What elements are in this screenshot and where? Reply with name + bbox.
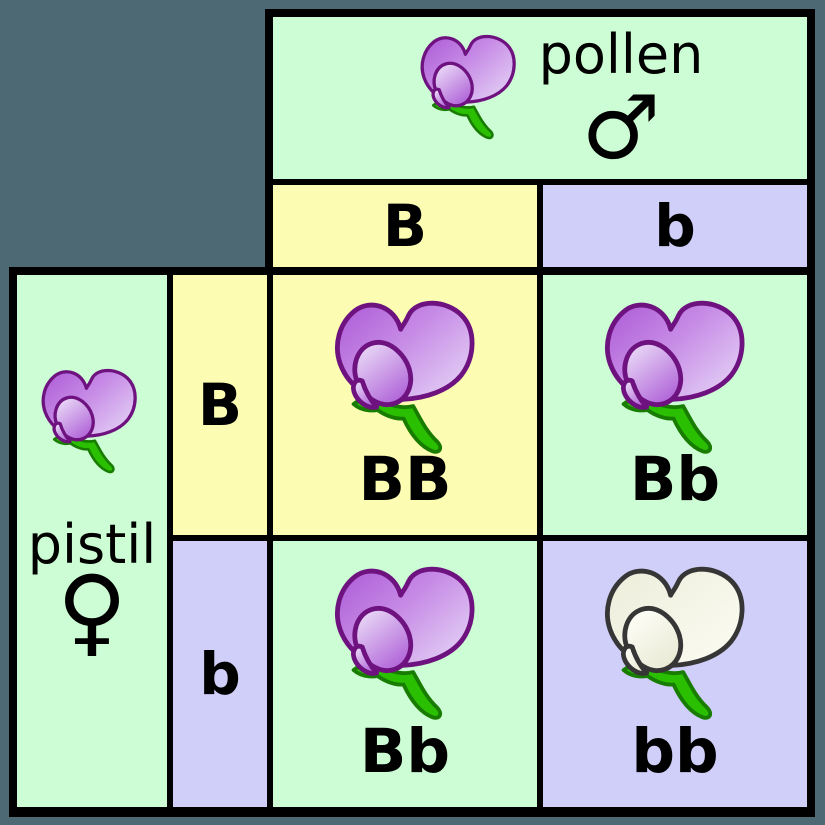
male-symbol-icon: ♂: [581, 75, 661, 179]
pollen-allele-b-label: b: [654, 192, 696, 260]
pistil-header-cell: pistil ♀: [17, 275, 167, 807]
pistil-label: pistil: [27, 513, 157, 576]
offspring-cell-BB: BB: [273, 275, 537, 535]
offspring-cell-Bb-bottom: Bb: [273, 541, 537, 807]
sweet-pea-flower-purple-icon: [30, 359, 148, 491]
pollen-header-cell: pollen ♂: [273, 17, 807, 179]
female-symbol-icon: ♀: [56, 555, 128, 667]
genotype-label-Bb-bottom: Bb: [359, 716, 451, 787]
pistil-allele-B-label: B: [197, 371, 243, 439]
offspring-cell-Bb-top: Bb: [543, 275, 807, 535]
pistil-allele-b-label: b: [199, 640, 241, 708]
pistil-allele-b-cell: b: [173, 541, 267, 807]
sweet-pea-flower-purple-icon: [409, 25, 527, 157]
pollen-label: pollen: [538, 23, 704, 86]
pollen-header-text: pollen ♂: [519, 23, 723, 179]
genotype-label-BB: BB: [358, 444, 452, 515]
pollen-allele-b-cell: b: [543, 185, 807, 267]
offspring-cell-bb: bb: [543, 541, 807, 807]
pistil-allele-B-cell: B: [173, 275, 267, 535]
pollen-allele-B-cell: B: [273, 185, 537, 267]
genotype-label-bb: bb: [631, 716, 719, 787]
genotype-label-Bb-top: Bb: [629, 444, 721, 515]
pollen-allele-B-label: B: [382, 192, 428, 260]
